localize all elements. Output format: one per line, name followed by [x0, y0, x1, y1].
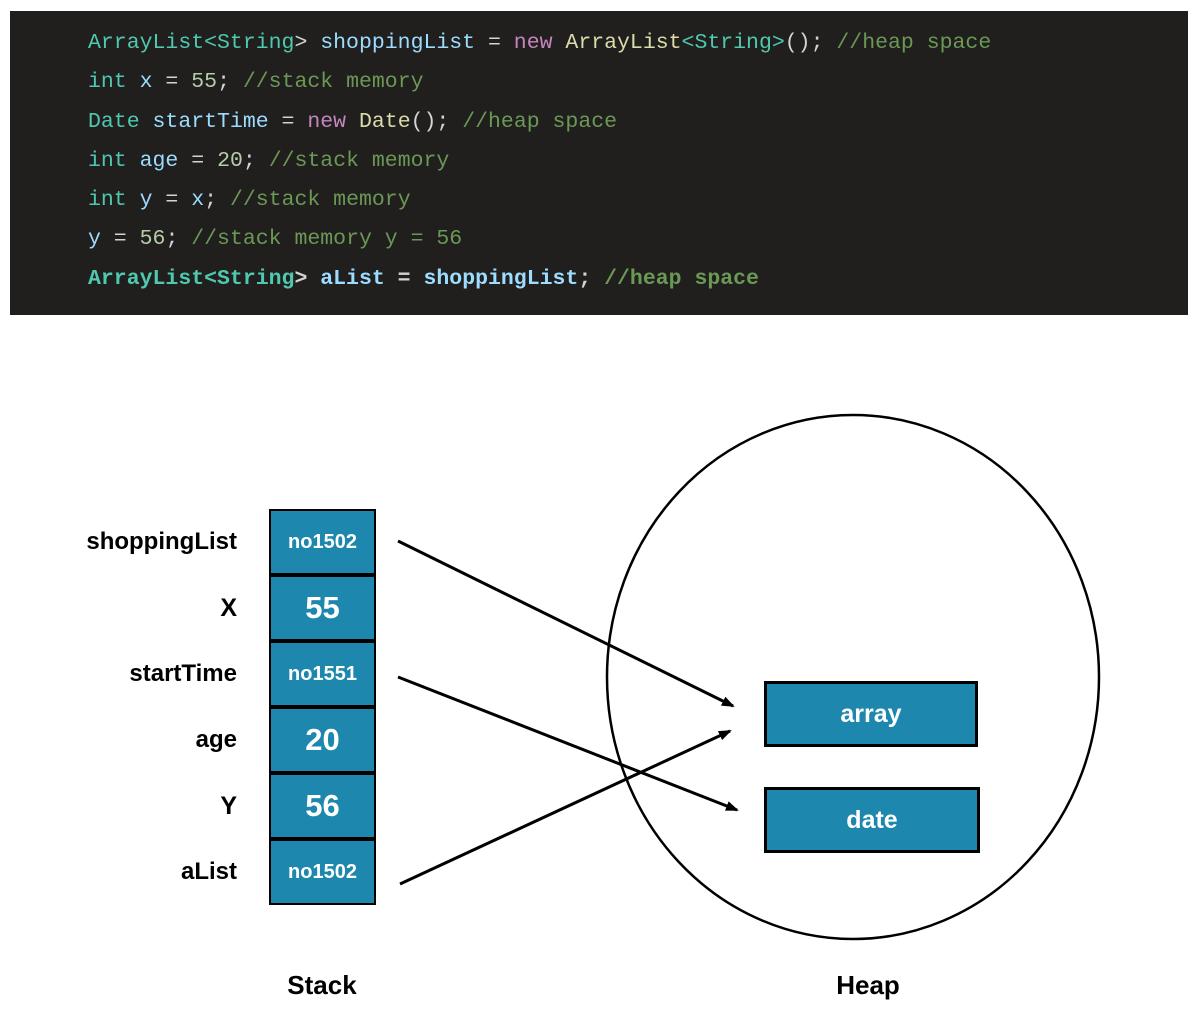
arrow-alist-to-array	[399, 729, 732, 886]
stack-cell-value: no1502	[269, 839, 376, 905]
code-token-plain	[178, 227, 191, 251]
stack-cell-value: 20	[269, 707, 376, 773]
code-token-plain	[127, 188, 140, 212]
stack-variable-label: X	[220, 593, 237, 622]
code-token-comment: //stack memory	[242, 70, 424, 95]
code-token-plain: =	[100, 227, 140, 252]
stack-cell-value: 56	[269, 773, 376, 839]
code-token-plain: >	[294, 31, 308, 55]
code-token-plain	[449, 110, 462, 134]
heap-object-label: date	[846, 805, 898, 834]
heap-circle	[605, 413, 1101, 941]
code-token-var: x	[191, 188, 205, 213]
heap-object-label: array	[840, 699, 902, 728]
code-token-plain	[127, 70, 140, 94]
code-token-var: startTime	[152, 109, 269, 134]
code-token-plain	[346, 110, 359, 134]
code-line: int age = 20; //stack memory	[88, 142, 1188, 181]
stack-row: shoppingList no1502	[0, 509, 376, 575]
code-token-plain: ;	[165, 227, 179, 252]
code-token-plain	[591, 267, 604, 291]
code-line: ArrayList<String> shoppingList = new Arr…	[88, 24, 1188, 63]
code-token-plain: =	[384, 266, 424, 291]
code-token-plain: ();	[784, 31, 824, 55]
stack-row: startTime no1551	[0, 641, 376, 707]
stack-cell-value: 55	[269, 575, 376, 641]
code-token-type: <String>	[681, 31, 785, 55]
code-token-plain: =	[152, 70, 192, 95]
code-line: int y = x; //stack memory	[88, 181, 1188, 220]
code-token-plain	[140, 110, 153, 134]
code-token-kw: new	[513, 31, 553, 55]
code-line: int x = 55; //stack memory	[88, 63, 1188, 102]
code-snippet: ArrayList<String> shoppingList = new Arr…	[10, 11, 1188, 315]
stack-variable-label: age	[195, 726, 237, 753]
code-token-plain	[217, 188, 230, 212]
code-token-plain	[823, 31, 836, 55]
code-token-comment: //stack memory	[268, 148, 450, 173]
stack-row: aList no1502	[0, 839, 376, 905]
code-token-plain: ;	[578, 266, 592, 291]
code-token-plain: >	[294, 266, 308, 291]
code-token-comment: //heap space	[462, 109, 618, 134]
code-token-plain: ;	[217, 70, 230, 95]
code-token-type: int	[88, 188, 127, 213]
heap-object-date: date	[764, 787, 980, 853]
code-token-plain: ();	[410, 109, 450, 134]
stack-row: age 20	[0, 707, 376, 773]
code-token-comment: //heap space	[836, 31, 992, 55]
code-token-plain: =	[475, 31, 514, 55]
code-token-plain: =	[178, 148, 218, 173]
stack-variable-label: shoppingList	[86, 528, 237, 555]
code-token-var: age	[139, 148, 179, 173]
arrow-starttime-to-date	[397, 675, 739, 812]
stack-row: X 55	[0, 575, 376, 641]
code-token-num: 55	[191, 70, 218, 95]
code-token-type: int	[88, 70, 127, 95]
code-token-var: y	[139, 188, 153, 213]
stack-caption: Stack	[287, 970, 357, 1000]
code-token-cls: ArrayList	[565, 31, 682, 55]
code-token-plain	[127, 149, 140, 173]
code-token-type: ArrayList<String	[88, 266, 295, 291]
code-token-cls: Date	[358, 109, 411, 134]
code-token-comment: //stack memory	[229, 188, 411, 213]
code-token-num: 20	[217, 148, 243, 173]
code-token-comment: //stack memory y = 56	[191, 227, 463, 252]
stack-cell-value: no1551	[269, 641, 376, 707]
code-line: y = 56; //stack memory y = 56	[88, 220, 1188, 259]
code-token-plain	[553, 31, 566, 55]
code-token-plain: =	[268, 109, 308, 134]
code-token-comment: //heap space	[604, 266, 759, 291]
code-token-plain	[307, 267, 320, 291]
heap-caption: Heap	[836, 970, 900, 1000]
code-token-type: ArrayList<String	[88, 31, 295, 55]
code-token-plain: ;	[242, 148, 256, 173]
stack-variable-label: Y	[220, 791, 237, 820]
code-token-plain: ;	[204, 188, 218, 213]
code-token-plain: =	[152, 188, 192, 213]
code-token-var: shoppingList	[320, 31, 476, 55]
code-token-var: x	[139, 70, 153, 95]
code-token-plain	[230, 70, 243, 94]
code-token-type: int	[88, 148, 127, 173]
arrow-shoppinglist-to-array	[397, 539, 735, 708]
code-token-type: Date	[88, 109, 140, 134]
code-token-var: shoppingList	[423, 266, 579, 291]
code-token-var: y	[88, 227, 101, 252]
code-token-kw: new	[307, 109, 347, 134]
code-line: Date startTime = new Date(); //heap spac…	[88, 103, 1188, 142]
heap-object-array: array	[764, 681, 978, 747]
code-token-plain	[256, 149, 269, 173]
stack-cell-value: no1502	[269, 509, 376, 575]
stack-variable-label: aList	[180, 858, 237, 885]
stack-variable-label: startTime	[129, 660, 237, 687]
stack-row: Y 56	[0, 773, 376, 839]
code-token-num: 56	[139, 227, 166, 252]
code-line: ArrayList<String> aList = shoppingList; …	[88, 260, 1188, 299]
code-token-var: aList	[320, 266, 385, 291]
code-token-plain	[307, 31, 320, 55]
